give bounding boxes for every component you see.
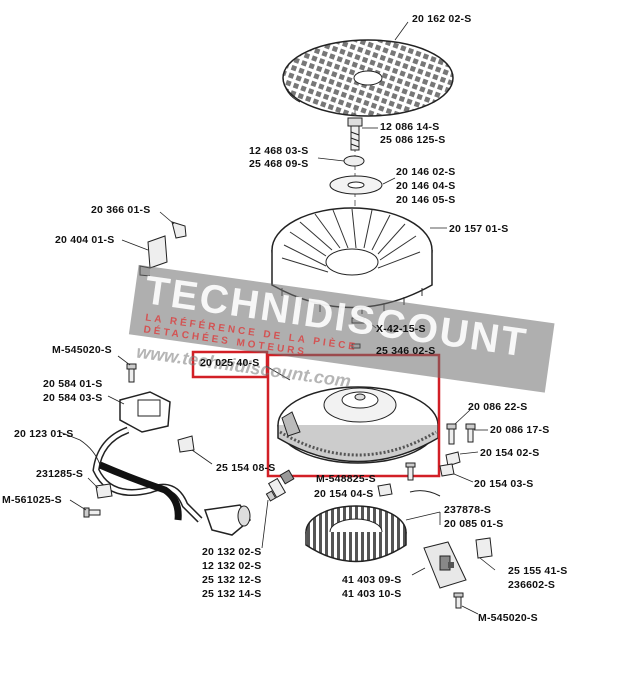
rotating-screen — [282, 39, 454, 117]
part-label: M-545020-S — [52, 344, 112, 356]
part-label: 20 366 01-S — [91, 204, 151, 216]
ignition-module — [119, 391, 171, 433]
part-label: 25 086 125-S — [380, 134, 446, 146]
part-label: 20 584 01-S — [43, 378, 103, 390]
flywheel-bolt — [347, 117, 363, 151]
part-label: 25 132 12-S — [202, 574, 262, 586]
fan-retainer — [329, 175, 383, 195]
part-label: 20 086 22-S — [468, 401, 528, 413]
part-label: 20 146 02-S — [396, 166, 456, 178]
part-label: M-545020-S — [478, 612, 538, 624]
part-label: 20 146 05-S — [396, 194, 456, 206]
part-label: 20 404 01-S — [55, 234, 115, 246]
spark-plug-boot — [203, 504, 251, 536]
part-label: M-561025-S — [2, 494, 62, 506]
part-label: 20 086 17-S — [490, 424, 550, 436]
part-label: 41 403 09-S — [342, 574, 402, 586]
part-label: 25 154 08-S — [216, 462, 276, 474]
part-label: X-42-15-S — [376, 323, 426, 335]
part-label: 20 154 04-S — [314, 488, 374, 500]
part-label: 20 123 01-S — [14, 428, 74, 440]
part-label: 20 162 02-S — [412, 13, 472, 25]
part-label: 25 346 02-S — [376, 345, 436, 357]
part-label: 20 132 02-S — [202, 546, 262, 558]
ignition-wire — [59, 426, 203, 523]
part-label: 20 146 04-S — [396, 180, 456, 192]
rectifier — [423, 541, 467, 589]
part-label: 20 154 02-S — [480, 447, 540, 459]
part-label: 41 403 10-S — [342, 588, 402, 600]
wire-clip — [171, 221, 187, 239]
spark-plug — [265, 469, 295, 502]
part-label: 25 132 14-S — [202, 588, 262, 600]
rectifier-bracket — [475, 537, 493, 559]
part-label: 20 154 03-S — [474, 478, 534, 490]
part-label: 25 155 41-S — [508, 565, 568, 577]
part-label: 231285-S — [36, 468, 84, 480]
part-label: 25 468 09-S — [249, 158, 309, 170]
part-label: 20 085 01-S — [444, 518, 504, 530]
part-label: M-548825-S — [316, 473, 376, 485]
part-label: 12 086 14-S — [380, 121, 440, 133]
part-label: 237878-S — [444, 504, 492, 516]
flywheel — [277, 386, 439, 464]
part-label: 12 468 03-S — [249, 145, 309, 157]
part-label: 12 132 02-S — [202, 560, 262, 572]
part-label-highlighted: 20 025 40-S — [200, 357, 260, 369]
screws-right — [446, 423, 476, 445]
part-label: 20 584 03-S — [43, 392, 103, 404]
part-label: 20 157 01-S — [449, 223, 509, 235]
part-label: 236602-S — [508, 579, 556, 591]
stator-coil — [305, 505, 407, 563]
